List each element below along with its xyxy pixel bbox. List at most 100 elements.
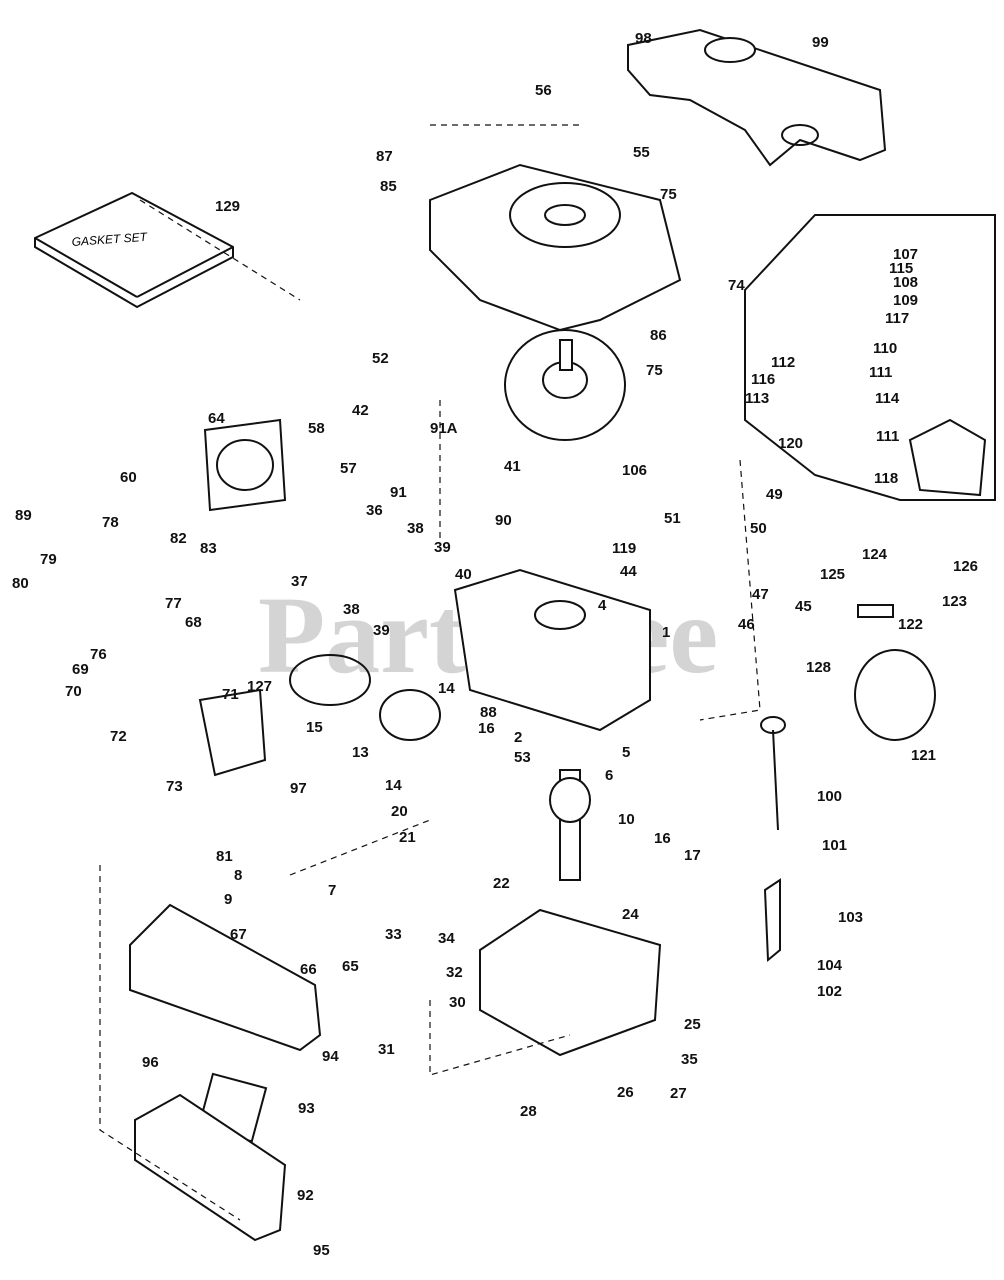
callout-42[interactable]: 42: [352, 402, 369, 419]
callout-128[interactable]: 128: [806, 659, 831, 676]
callout-28[interactable]: 28: [520, 1103, 537, 1120]
callout-120[interactable]: 120: [778, 435, 803, 452]
callout-40[interactable]: 40: [455, 566, 472, 583]
callout-111[interactable]: 111: [869, 364, 892, 381]
callout-85[interactable]: 85: [380, 178, 397, 195]
callout-92[interactable]: 92: [297, 1187, 314, 1204]
callout-109[interactable]: 109: [893, 292, 918, 309]
callout-22[interactable]: 22: [493, 875, 510, 892]
callout-114[interactable]: 114: [875, 390, 900, 407]
callout-93[interactable]: 93: [298, 1100, 315, 1117]
callout-90[interactable]: 90: [495, 512, 512, 529]
callout-21[interactable]: 21: [399, 829, 416, 846]
callout-95[interactable]: 95: [313, 1242, 330, 1259]
callout-118[interactable]: 118: [874, 470, 898, 487]
callout-74[interactable]: 74: [728, 277, 745, 294]
callout-82[interactable]: 82: [170, 530, 187, 547]
callout-88[interactable]: 88: [480, 704, 497, 721]
callout-49[interactable]: 49: [766, 486, 783, 503]
callout-7[interactable]: 7: [328, 882, 336, 899]
callout-53[interactable]: 53: [514, 749, 531, 766]
callout-117[interactable]: 117: [885, 310, 909, 327]
callout-13[interactable]: 13: [352, 744, 369, 761]
callout-8[interactable]: 8: [234, 867, 242, 884]
callout-107[interactable]: 107: [893, 246, 918, 263]
callout-65[interactable]: 65: [342, 958, 359, 975]
callout-15[interactable]: 15: [306, 719, 323, 736]
callout-100[interactable]: 100: [817, 788, 842, 805]
callout-70[interactable]: 70: [65, 683, 82, 700]
callout-58[interactable]: 58: [308, 420, 325, 437]
callout-26[interactable]: 26: [617, 1084, 634, 1101]
callout-122[interactable]: 122: [898, 616, 923, 633]
callout-14[interactable]: 14: [385, 777, 402, 794]
callout-17[interactable]: 17: [684, 847, 701, 864]
callout-96[interactable]: 96: [142, 1054, 159, 1071]
callout-81[interactable]: 81: [216, 848, 233, 865]
callout-27[interactable]: 27: [670, 1085, 687, 1102]
callout-4[interactable]: 4: [598, 597, 607, 614]
callout-31[interactable]: 31: [378, 1041, 395, 1058]
callout-41[interactable]: 41: [504, 458, 521, 475]
callout-104[interactable]: 104: [817, 957, 843, 974]
callout-6[interactable]: 6: [605, 767, 613, 784]
callout-32[interactable]: 32: [446, 964, 463, 981]
callout-75[interactable]: 75: [646, 362, 663, 379]
callout-2[interactable]: 2: [514, 729, 522, 746]
callout-45[interactable]: 45: [795, 598, 812, 615]
callout-108[interactable]: 108: [893, 274, 918, 291]
callout-68[interactable]: 68: [185, 614, 202, 631]
callout-103[interactable]: 103: [838, 909, 863, 926]
callout-126[interactable]: 126: [953, 558, 978, 575]
callout-102[interactable]: 102: [817, 983, 842, 1000]
callout-57[interactable]: 57: [340, 460, 357, 477]
callout-73[interactable]: 73: [166, 778, 183, 795]
callout-124[interactable]: 124: [862, 546, 888, 563]
callout-101[interactable]: 101: [822, 837, 847, 854]
callout-77[interactable]: 77: [165, 595, 182, 612]
callout-33[interactable]: 33: [385, 926, 402, 943]
callout-78[interactable]: 78: [102, 514, 119, 531]
callout-123[interactable]: 123: [942, 593, 967, 610]
callout-121[interactable]: 121: [911, 747, 936, 764]
callout-80[interactable]: 80: [12, 575, 29, 592]
callout-116[interactable]: 116: [751, 371, 775, 388]
callout-115[interactable]: 115: [889, 260, 913, 277]
callout-91A[interactable]: 91A: [430, 420, 458, 437]
callout-39[interactable]: 39: [434, 539, 451, 556]
callout-98[interactable]: 98: [635, 30, 652, 47]
callout-5[interactable]: 5: [622, 744, 630, 761]
callout-34[interactable]: 34: [438, 930, 455, 947]
callout-79[interactable]: 79: [40, 551, 57, 568]
callout-83[interactable]: 83: [200, 540, 217, 557]
callout-1[interactable]: 1: [662, 624, 670, 641]
callout-110[interactable]: 110: [873, 340, 897, 357]
callout-20[interactable]: 20: [391, 803, 408, 820]
callout-44[interactable]: 44: [620, 563, 637, 580]
callout-10[interactable]: 10: [618, 811, 635, 828]
callout-71[interactable]: 71: [222, 686, 239, 703]
callout-50[interactable]: 50: [750, 520, 767, 537]
callout-55[interactable]: 55: [633, 144, 650, 161]
callout-106[interactable]: 106: [622, 462, 647, 479]
callout-47[interactable]: 47: [752, 586, 769, 603]
callout-112[interactable]: 112: [771, 354, 795, 371]
callout-25[interactable]: 25: [684, 1016, 701, 1033]
callout-69[interactable]: 69: [72, 661, 89, 678]
callout-87[interactable]: 87: [376, 148, 393, 165]
callout-86[interactable]: 86: [650, 327, 667, 344]
callout-52[interactable]: 52: [372, 350, 389, 367]
callout-76[interactable]: 76: [90, 646, 107, 663]
callout-99[interactable]: 99: [812, 34, 829, 51]
callout-94[interactable]: 94: [322, 1048, 339, 1065]
callout-56[interactable]: 56: [535, 82, 552, 99]
callout-129[interactable]: 129: [215, 198, 240, 215]
callout-46[interactable]: 46: [738, 616, 755, 633]
callout-67[interactable]: 67: [230, 926, 247, 943]
callout-16[interactable]: 16: [478, 720, 495, 737]
callout-14[interactable]: 14: [438, 680, 455, 697]
callout-72[interactable]: 72: [110, 728, 127, 745]
callout-125[interactable]: 125: [820, 566, 845, 583]
callout-66[interactable]: 66: [300, 961, 317, 978]
callout-127[interactable]: 127: [247, 678, 272, 695]
